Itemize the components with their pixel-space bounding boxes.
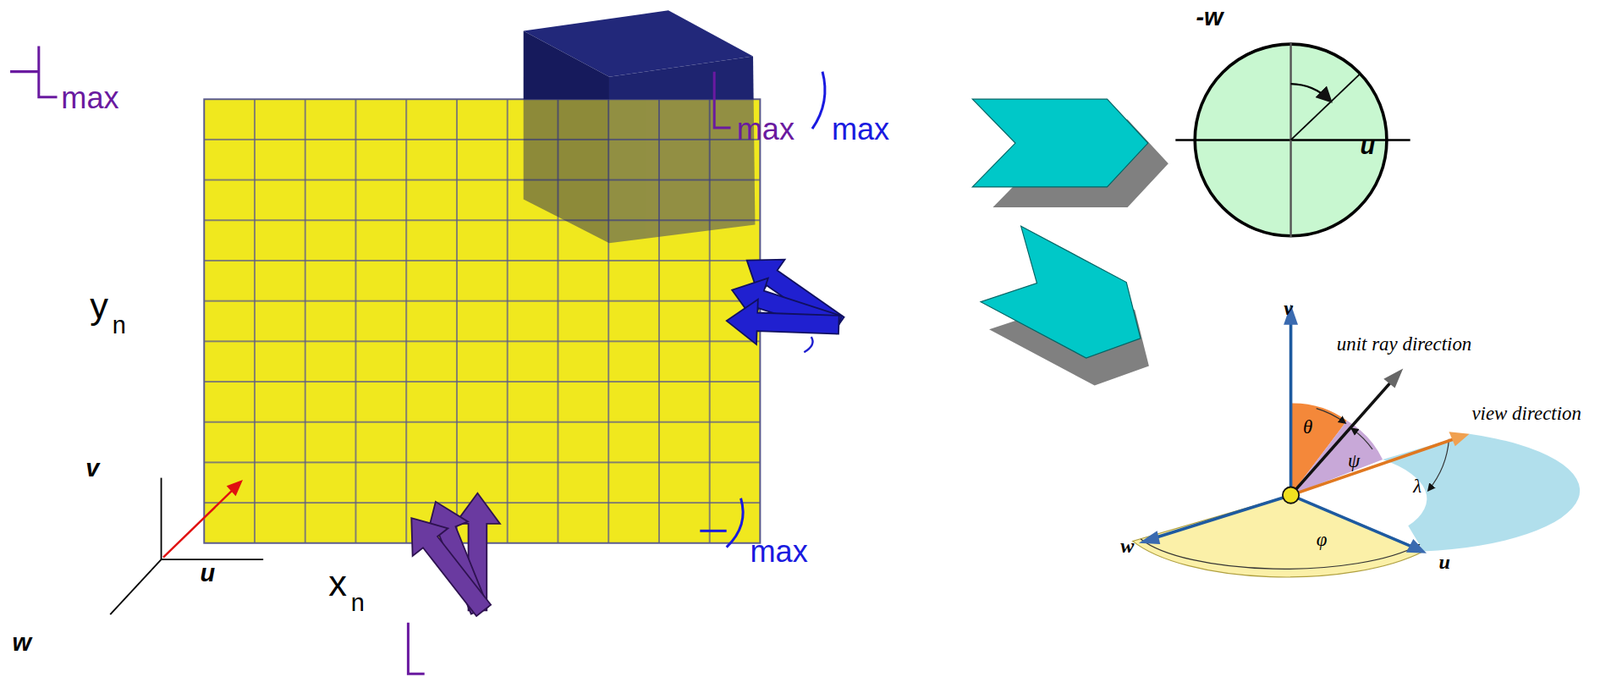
blue-ray-arrows — [725, 241, 853, 347]
axis-label: v — [85, 455, 99, 483]
cube-translucent — [523, 98, 756, 243]
subscript: n — [112, 312, 127, 340]
annotation: unit ray direction — [1336, 333, 1472, 355]
dimension-label: max — [831, 112, 890, 147]
axis-label: w — [11, 629, 32, 657]
axis-label: u — [199, 560, 215, 588]
cube — [523, 10, 756, 99]
angle-axes — [1132, 304, 1581, 578]
dimension-label: max — [749, 534, 808, 569]
axis-label: u — [1360, 132, 1376, 160]
axis-label: u — [1438, 550, 1450, 574]
chevron-arrows — [971, 98, 1179, 404]
angle-symbol: θ — [1303, 416, 1313, 438]
axis-label: -w — [1195, 4, 1223, 32]
subscript: n — [351, 589, 365, 617]
axis-label: v — [1283, 296, 1293, 320]
ray-vector-head — [226, 479, 243, 496]
dimension-label: max — [60, 81, 119, 116]
axis-label: w — [1120, 534, 1134, 558]
purple-ray-arrows — [393, 493, 501, 625]
annotation: view direction — [1469, 402, 1584, 424]
axis-label: y — [89, 285, 109, 327]
ray-vector — [163, 488, 235, 558]
angle-circle — [1175, 43, 1410, 237]
symbol-strokes — [10, 45, 825, 674]
dimension-label: max — [736, 112, 795, 147]
camera-axes — [109, 478, 264, 616]
blue-stroke — [803, 336, 813, 352]
angle-symbol: λ — [1413, 475, 1422, 497]
angle-symbol: φ — [1316, 528, 1328, 550]
angle-symbol: ψ — [1347, 450, 1360, 472]
axis-label: x — [328, 563, 347, 605]
